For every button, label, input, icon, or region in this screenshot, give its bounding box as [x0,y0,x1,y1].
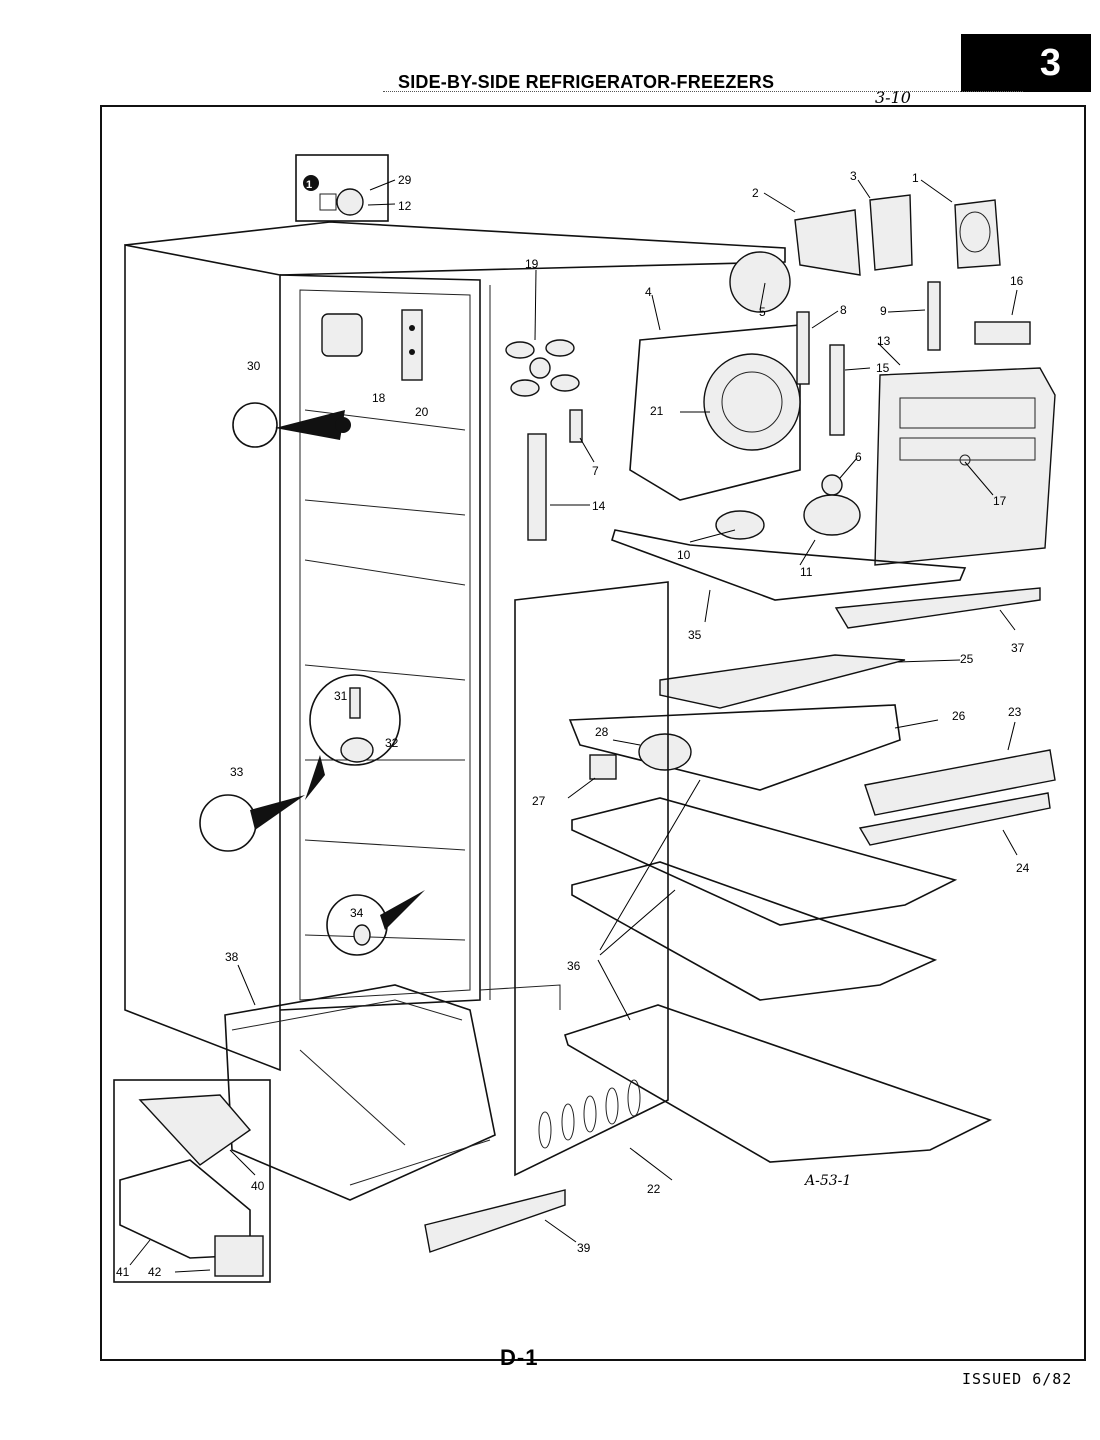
callout-15: 15 [876,361,890,375]
section-tab: 3 [961,34,1091,92]
callout-36: 36 [567,959,581,973]
callout-27: 27 [532,794,546,808]
callout-22: 22 [647,1182,661,1196]
detail-marker-label: 1 [306,179,312,191]
callout-33: 33 [230,765,244,779]
brackets-1-2-3 [794,194,1001,276]
light-socket-14 [527,433,547,541]
section-number: 3 [1039,42,1061,84]
callout-8: 8 [840,303,847,317]
callout-30: 30 [247,359,261,373]
callout-14: 14 [592,499,606,513]
callout-40: 40 [251,1179,265,1193]
callout-23: 23 [1008,705,1022,719]
callout-13: 13 [877,334,891,348]
fan-blade [505,339,580,397]
callout-9: 9 [880,304,887,318]
callout-3: 3 [850,169,857,183]
control-panel-13 [874,367,1056,566]
callout-38: 38 [225,950,239,964]
cabinet-body [124,221,786,1072]
callout-numbers: 1 2 3 4 5 6 7 8 9 10 11 12 13 14 15 16 1… [116,169,1030,1279]
trim-37 [834,587,1041,629]
callout-12: 12 [398,199,412,213]
diagram-frame [100,105,1086,1361]
callout-7: 7 [592,464,599,478]
callout-1: 1 [912,171,919,185]
inset-ice-tray-bin [113,1079,271,1283]
figure-code: D-1 [500,1345,539,1370]
detail-circle-33 [199,794,305,852]
header-rule [383,91,1023,92]
detail-circle-34 [326,890,425,956]
callout-37: 37 [1011,641,1025,655]
handwritten-note: 3-10 [875,88,911,107]
callout-39: 39 [577,1241,591,1255]
detail-circle-30 [232,402,351,448]
callout-16: 16 [1010,274,1024,288]
callout-6: 6 [855,450,862,464]
inset-detail-control-knob [295,154,389,222]
callout-18: 18 [372,391,386,405]
callout-19: 19 [525,257,539,271]
meat-keeper-26-27-28 [568,704,901,791]
freezer-basket [224,984,496,1201]
lamps-10-11 [715,494,861,540]
callout-17: 17 [993,494,1007,508]
liner-panel-22 [514,581,669,1177]
drawing-number: A-53-1 [803,1173,851,1189]
callout-21: 21 [650,404,664,418]
bars-8-9-15-16 [796,281,1031,436]
shelf-35 [611,529,967,601]
detail-circle-31-32 [305,674,401,800]
small-parts-6-7 [569,409,843,496]
callout-2: 2 [752,186,759,200]
trims-23-24 [858,749,1056,846]
glass-shelves-36 [564,797,993,1163]
callout-10: 10 [677,548,691,562]
page-title: SIDE-BY-SIDE REFRIGERATOR-FREEZERS [398,72,775,92]
callout-42: 42 [148,1265,162,1279]
issued-date: ISSUED 6/82 [962,1370,1073,1388]
shelf-25 [659,654,906,709]
callout-32: 32 [385,736,399,750]
callout-5: 5 [759,305,766,319]
callout-4: 4 [645,285,652,299]
thermostat-parts [321,309,423,381]
callout-28: 28 [595,725,609,739]
kick-plate [424,1189,566,1253]
evaporator-fan-assembly [629,251,801,501]
callout-35: 35 [688,628,702,642]
callout-31: 31 [334,689,348,703]
callout-34: 34 [350,906,364,920]
callout-25: 25 [960,652,974,666]
callout-24: 24 [1016,861,1030,875]
callout-29: 29 [398,173,412,187]
callout-leaders [129,179,1018,1273]
callout-11: 11 [800,565,813,579]
callout-20: 20 [415,405,429,419]
callout-26: 26 [952,709,966,723]
callout-41: 41 [116,1265,130,1279]
